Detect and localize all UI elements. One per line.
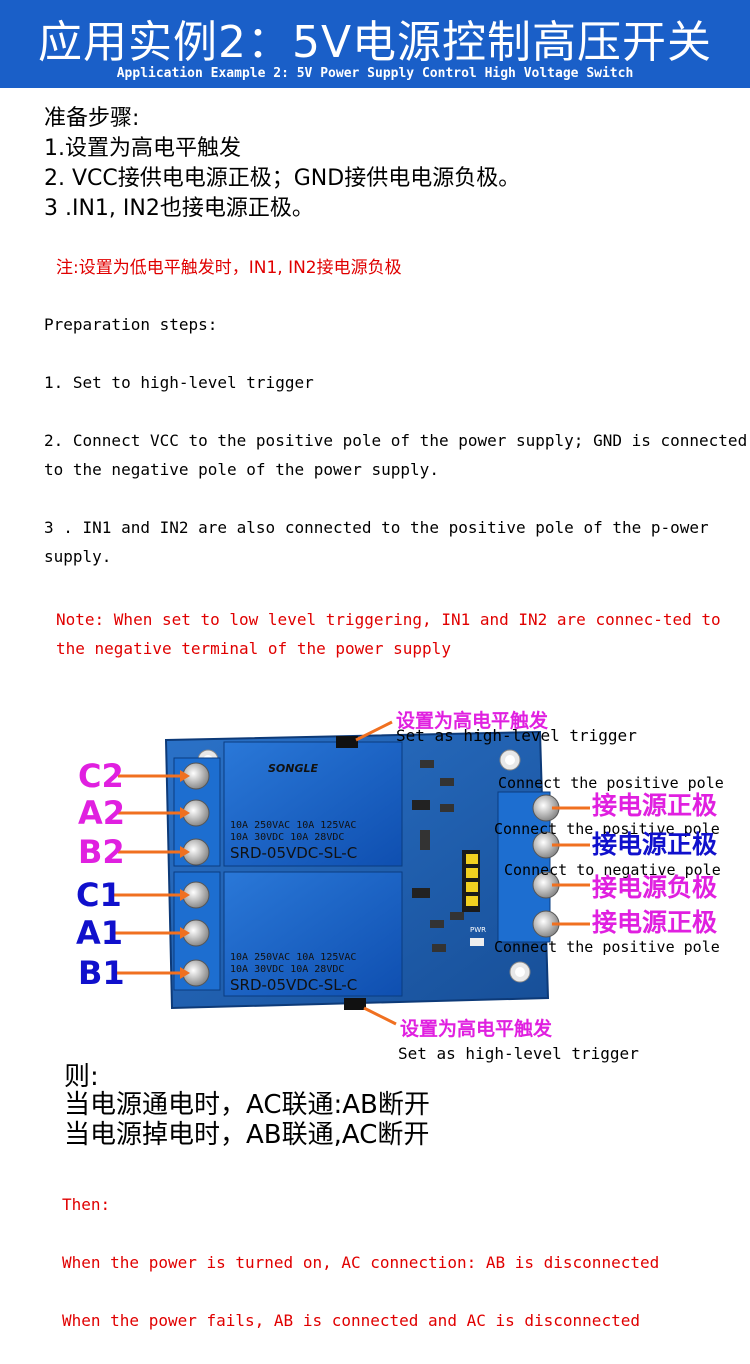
relay-model-bottom: SRD-05VDC-SL-C [230, 976, 357, 994]
result-en-heading: Then: [62, 1195, 111, 1214]
page-subtitle: Application Example 2: 5V Power Supply C… [116, 66, 634, 81]
prep-cn-step3: 3 .IN1, IN2也接电源正极。 [44, 196, 314, 221]
result-cn-line1: 当电源通电时，AC联通:AB断开 [64, 1090, 430, 1120]
relay-bottom: 10A 250VAC 10A 125VAC 10A 30VDC 10A 28VD… [223, 871, 403, 997]
jumper-top [336, 736, 358, 748]
prep-en-note: Note: When set to low level triggering, … [56, 610, 731, 658]
prep-en-step2: 2. Connect VCC to the positive pole of t… [44, 431, 748, 479]
relay-spec1-bottom: 10A 250VAC 10A 125VAC [230, 952, 356, 963]
smd-components: PWR [412, 760, 486, 952]
right-terminal-3-cn: 接电源负极 [592, 873, 718, 902]
pin-label-a2: A2 [78, 794, 126, 832]
result-cn-line2: 当电源掉电时，AB联通,AC断开 [64, 1120, 430, 1150]
relay-spec1-top: 10A 250VAC 10A 125VAC [230, 820, 356, 831]
pin-label-b2: B2 [78, 833, 125, 871]
right-terminal-4-en: Connect the positive pole [494, 938, 720, 956]
right-terminal-2-cn: 接电源正极 [592, 830, 718, 859]
left-screws [182, 762, 210, 987]
prep-cn-note: 注:设置为低电平触发时，IN1, IN2接电源负极 [56, 258, 402, 278]
pin-header [462, 850, 480, 912]
result-en-line2: When the power fails, AB is connected an… [62, 1311, 640, 1330]
right-terminal-4-cn: 接电源正极 [592, 908, 718, 937]
right-terminal-2-en: Connect the positive pole [494, 820, 720, 838]
pin-label-c1: C1 [76, 876, 122, 914]
relay-top: SONGLE 10A 250VAC 10A 125VAC 10A 30VDC 1… [223, 741, 403, 867]
prep-en-step1: 1. Set to high-level trigger [44, 373, 314, 392]
right-terminal-1-en: Connect the positive pole [498, 774, 724, 792]
trigger-bottom-cn: 设置为高电平触发 [400, 1018, 553, 1040]
right-terminal-1-cn: 接电源正极 [592, 791, 718, 820]
prep-en-step3: 3 . IN1 and IN2 are also connected to th… [44, 518, 719, 566]
result-en-line1: When the power is turned on, AC connecti… [62, 1253, 660, 1272]
trigger-top-cn: 设置为高电平触发 [396, 710, 549, 732]
pin-label-a1: A1 [76, 914, 124, 952]
relay-board-illustration: SONGLE 10A 250VAC 10A 125VAC 10A 30VDC 1… [0, 680, 750, 1075]
prep-en-heading: Preparation steps: [44, 315, 218, 334]
right-arrows [552, 806, 590, 926]
relay-model-top: SRD-05VDC-SL-C [230, 844, 357, 862]
pin-label-b1: B1 [78, 954, 125, 992]
relay-board-svg: SONGLE 10A 250VAC 10A 125VAC 10A 30VDC 1… [112, 720, 590, 1026]
prep-cn-heading: 准备步骤: [44, 106, 140, 131]
prep-cn-step2: 2. VCC接供电电源正极；GND接供电电源负极。 [44, 166, 521, 191]
header-banner: 应用实例2：5V电源控制高压开关 Application Example 2: … [0, 0, 750, 88]
jumper-bottom [344, 998, 366, 1010]
trigger-arrows [355, 720, 397, 1026]
trigger-bottom-en: Set as high-level trigger [398, 1044, 639, 1063]
prep-cn-step1: 1.设置为高电平触发 [44, 136, 241, 161]
relay-brand: SONGLE [268, 762, 319, 775]
relay-spec2-top: 10A 30VDC 10A 28VDC [230, 832, 344, 843]
pwr-label: PWR [470, 926, 486, 934]
pin-label-c2: C2 [78, 757, 124, 795]
relay-spec2-bottom: 10A 30VDC 10A 28VDC [230, 964, 344, 975]
trigger-top-en: Set as high-level trigger [396, 726, 637, 745]
left-terminal-block [173, 757, 221, 991]
right-terminal-3-en: Connect to negative pole [504, 861, 721, 879]
left-arrowheads [180, 770, 190, 979]
page-title: 应用实例2：5V电源控制高压开关 [37, 17, 713, 68]
left-arrows [112, 774, 186, 975]
result-cn-heading: 则: [64, 1062, 99, 1092]
